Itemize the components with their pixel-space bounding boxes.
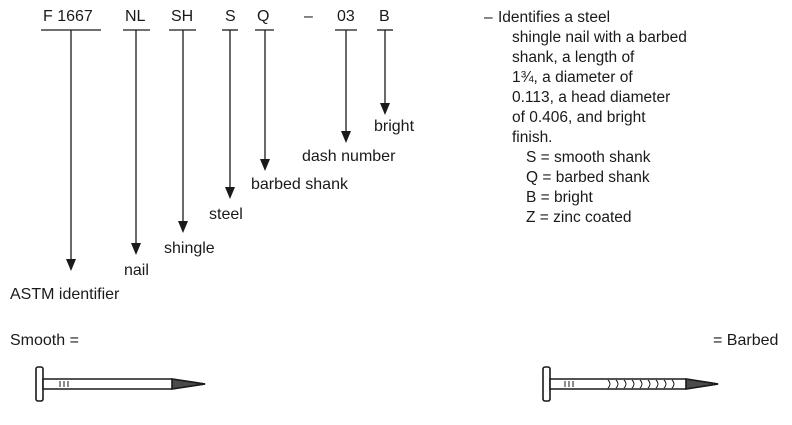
- description-line: 1¾, a diameter of: [512, 69, 633, 86]
- smooth-nail-icon: [35, 366, 206, 402]
- label-smooth: Smooth =: [10, 332, 79, 349]
- legend-item: B = bright: [526, 189, 593, 206]
- barbed-nail-icon: [542, 366, 719, 402]
- code-steel: S: [225, 8, 236, 25]
- description-line: shingle nail with a barbed: [512, 29, 687, 46]
- label-barbed: = Barbed: [713, 332, 779, 349]
- code-nail: NL: [125, 8, 146, 25]
- legend-item: Z = zinc coated: [526, 209, 632, 226]
- code-bright: B: [379, 8, 390, 25]
- label-astm-identifier: ASTM identifier: [10, 286, 120, 303]
- label-nail: nail: [124, 262, 149, 279]
- legend-item: S = smooth shank: [526, 149, 651, 166]
- description-line: 0.113, a head diameter: [512, 89, 671, 106]
- description-line: shank, a length of: [512, 49, 635, 66]
- code-shingle: SH: [171, 8, 194, 25]
- description-line: finish.: [512, 129, 553, 146]
- label-shingle: shingle: [164, 240, 215, 257]
- code-astm: F 1667: [43, 8, 93, 25]
- label-steel: steel: [209, 206, 243, 223]
- code-dash: –: [304, 8, 313, 25]
- description-line: Identifies a steel: [498, 9, 611, 26]
- description-dash: –: [484, 9, 493, 26]
- code-barbed-shank: Q: [257, 8, 270, 25]
- label-bright: bright: [374, 118, 415, 135]
- label-barbed-shank: barbed shank: [251, 176, 348, 193]
- description-line: of 0.406, and bright: [512, 109, 646, 126]
- code-dash-number: 03: [337, 8, 355, 25]
- label-dash-number: dash number: [302, 148, 396, 165]
- legend-item: Q = barbed shank: [526, 169, 650, 186]
- description-block: Identifies a steel shingle nail with a b…: [498, 8, 788, 228]
